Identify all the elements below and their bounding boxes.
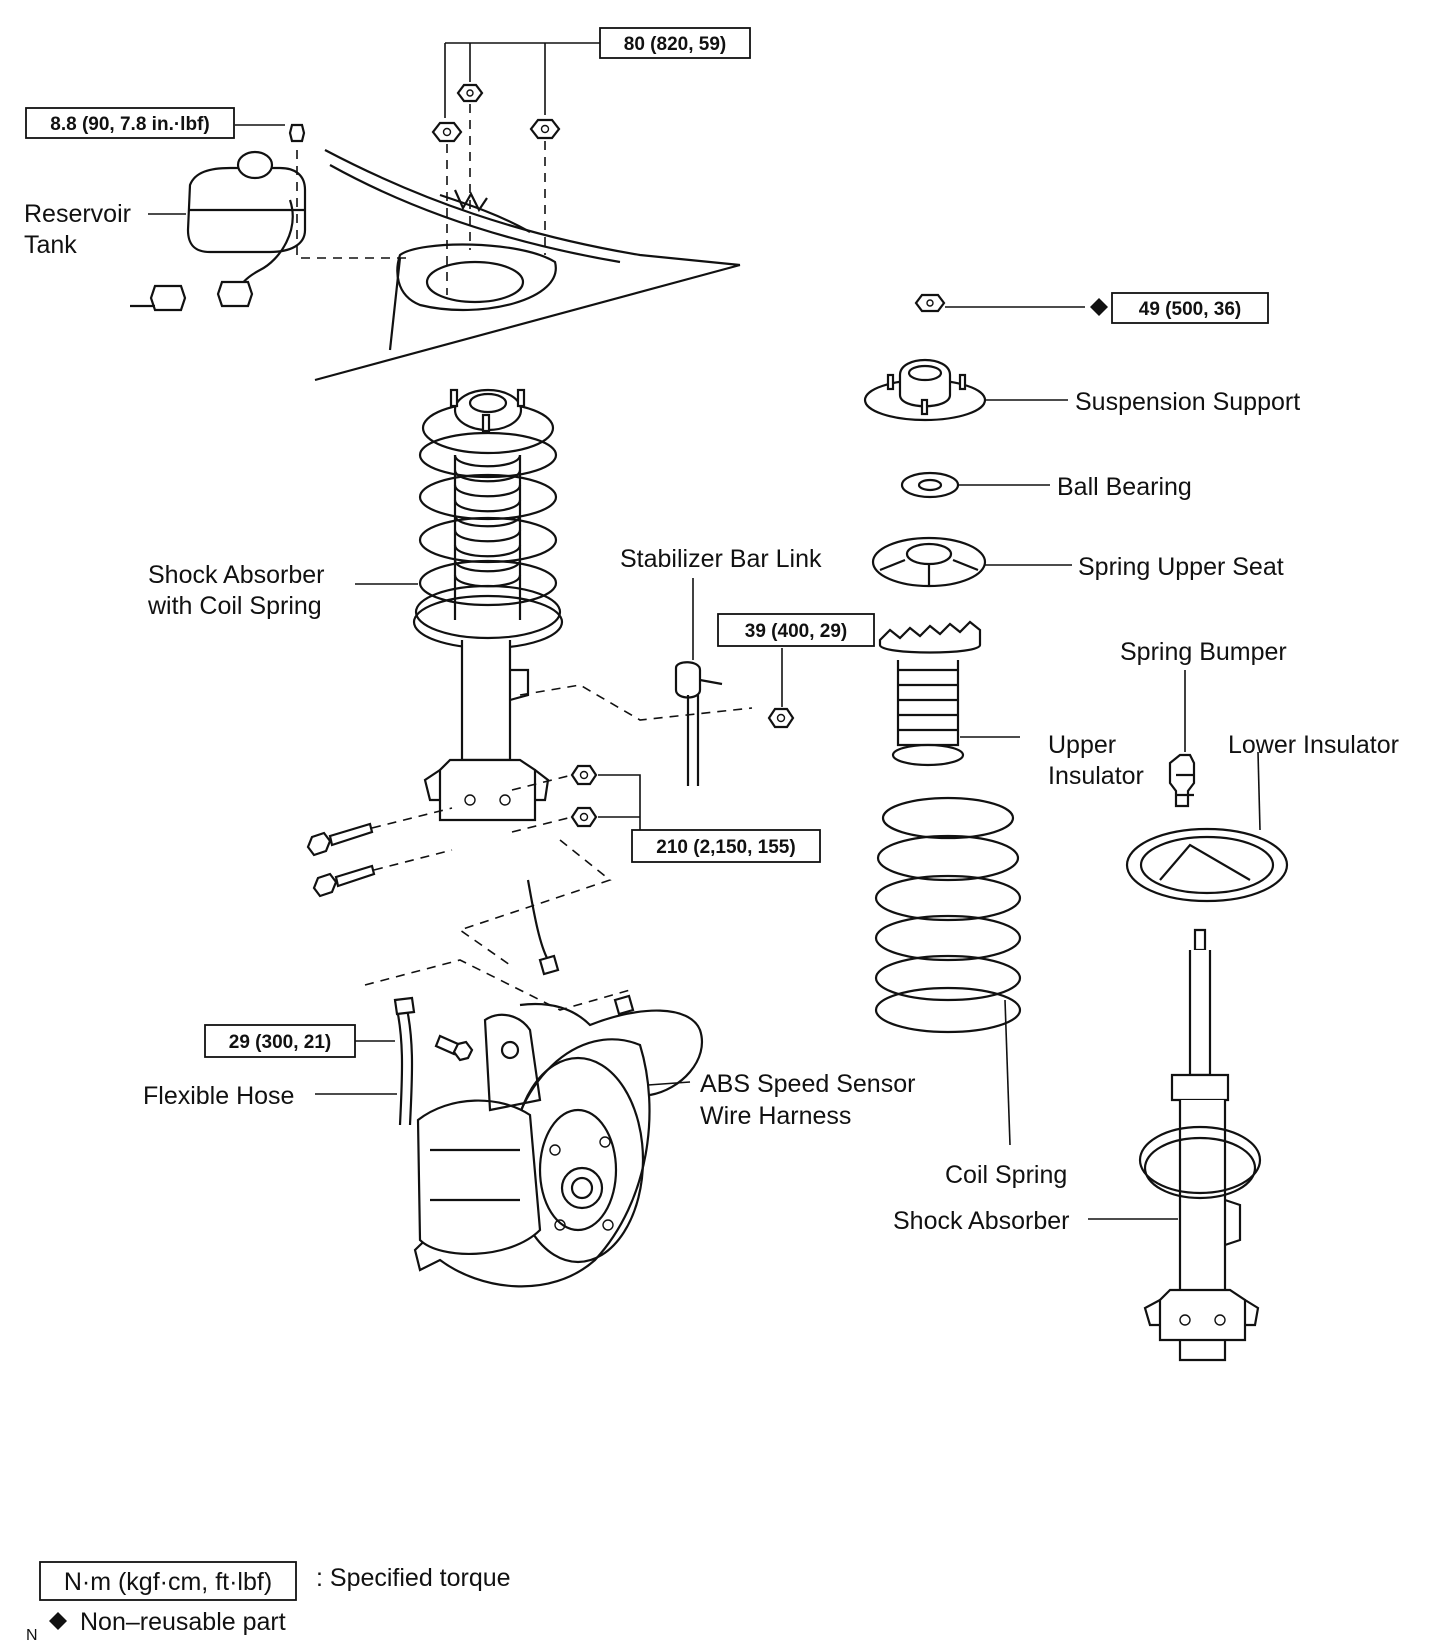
stabilizer-link-drawing [674, 578, 795, 786]
torque-49: 49 (500, 36) [1090, 292, 1269, 324]
torque-29: 29 (300, 21) [204, 1024, 395, 1058]
corner-mark: N [26, 1627, 38, 1644]
nut-icon [767, 707, 795, 729]
legend-specified-torque: : Specified torque [316, 1564, 511, 1592]
label-ball-bearing: Ball Bearing [1057, 473, 1192, 501]
torque-39: 39 (400, 29) [717, 613, 875, 647]
bolt-icon [306, 822, 374, 857]
torque-49-value: 49 (500, 36) [1139, 299, 1241, 320]
label-reservoir: Reservoir [24, 200, 131, 228]
exploded-parts-right [863, 293, 1289, 1362]
label-upper-insulator-1: Upper [1048, 731, 1116, 759]
torque-29-value: 29 (300, 21) [229, 1032, 331, 1053]
torque-8-8-value: 8.8 (90, 7.8 in.·lbf) [50, 114, 209, 135]
nut-icon [570, 806, 598, 828]
label-suspension-support: Suspension Support [1075, 388, 1300, 416]
nut-icon [570, 764, 598, 786]
label-shock-absorber: Shock Absorber [893, 1207, 1070, 1235]
torque-210-value: 210 (2,150, 155) [656, 837, 795, 858]
label-tank: Tank [24, 231, 77, 259]
legend-non-reusable: Non–reusable part [80, 1608, 286, 1636]
label-abs-harness-1: ABS Speed Sensor [700, 1070, 915, 1098]
nut-icon [431, 121, 463, 143]
torque-8-8: 8.8 (90, 7.8 in.·lbf) [25, 107, 235, 139]
label-spring-upper-seat: Spring Upper Seat [1078, 553, 1284, 581]
label-lower-insulator: Lower Insulator [1228, 731, 1399, 759]
legend-unit-box: N·m (kgf·cm, ft·lbf) [64, 1568, 272, 1596]
torque-80-value: 80 (820, 59) [624, 34, 726, 55]
label-abs-harness-2: Wire Harness [700, 1102, 851, 1130]
bolt-icon [434, 1034, 474, 1062]
nut-icon [456, 83, 484, 103]
nut-icon [914, 293, 946, 313]
body-panel-drawing [314, 149, 741, 382]
label-flexible-hose: Flexible Hose [143, 1082, 294, 1110]
knuckle-brake-drawing [393, 879, 703, 1288]
nut-icon [529, 118, 561, 140]
label-shock-absorber-coil-1: Shock Absorber [148, 561, 325, 589]
label-spring-bumper: Spring Bumper [1120, 638, 1287, 666]
upper-mount-nuts [431, 42, 600, 295]
bolt-icon [312, 864, 376, 898]
leader-lines [148, 124, 1178, 1220]
reservoir-tank-drawing [130, 123, 410, 312]
legend: N·m (kgf·cm, ft·lbf) : Specified torque … [26, 1561, 511, 1644]
diamond-icon [1090, 298, 1108, 316]
label-shock-absorber-coil-2: with Coil Spring [147, 592, 322, 620]
label-upper-insulator-2: Insulator [1048, 762, 1144, 790]
label-stabilizer-bar-link: Stabilizer Bar Link [620, 545, 822, 573]
shock-assembly-drawing [412, 388, 564, 822]
torque-80: 80 (820, 59) [599, 27, 751, 59]
label-coil-spring: Coil Spring [945, 1161, 1067, 1189]
torque-39-value: 39 (400, 29) [745, 621, 847, 642]
knuckle-fasteners [306, 684, 753, 1011]
torque-210: 210 (2,150, 155) [631, 829, 821, 863]
diamond-icon [49, 1612, 67, 1630]
